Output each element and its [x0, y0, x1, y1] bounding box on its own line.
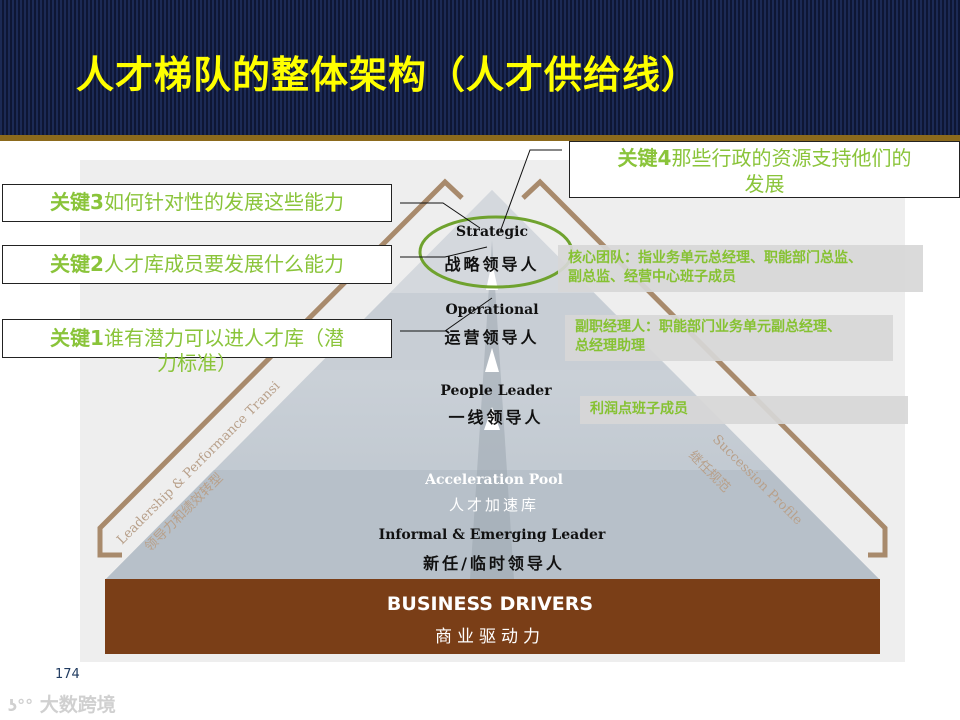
header-divider: [0, 135, 960, 141]
level-operational-en: Operational: [445, 302, 538, 318]
level-acceleration-pool-zh: 人才加速库: [449, 496, 539, 514]
level-acceleration-pool-en: Acceleration Pool: [424, 472, 563, 488]
connector-line: [400, 202, 481, 229]
level-people-leader-en: People Leader: [440, 383, 552, 399]
callout-key2-prefix: 关键2: [50, 252, 104, 276]
callout-key1: 关键1谁有潜力可以进人才库（潜 力标准）: [2, 319, 392, 375]
connector-line: [400, 297, 493, 332]
business-drivers-bar: [105, 579, 880, 654]
page-number: 174: [55, 667, 80, 682]
level-emerging-leader-zh: 新任/临时领导人: [423, 554, 565, 573]
arrow-icon: [485, 348, 499, 372]
business-drivers-zh: 商业驱动力: [435, 627, 545, 647]
tag-deputy-manager: 副职经理人：职能部门业务单元副总经理、 总经理助理: [565, 315, 893, 361]
watermark-text: 大数跨境: [39, 694, 116, 716]
header-band: [0, 0, 960, 135]
watermark-logo: ʖ°° 大数跨境: [8, 694, 116, 716]
level-strategic-en: Strategic: [456, 224, 528, 240]
page-title: 人才梯队的整体架构（人才供给线）: [76, 53, 701, 97]
level-emerging-leader-en: Informal & Emerging Leader: [379, 527, 606, 543]
callout-key3-prefix: 关键3: [50, 190, 104, 214]
callout-key4: 关键4那些行政的资源支持他们的 发展: [569, 141, 960, 198]
left-bracket: [97, 178, 464, 558]
tag-profit-center: 利润点班子成员: [580, 396, 908, 424]
right-bracket: [521, 178, 888, 558]
callout-key4-prefix: 关键4: [617, 146, 672, 170]
callout-key4-text: 那些行政的资源支持他们的: [671, 146, 912, 170]
level-operational-zh: 运营领导人: [444, 328, 539, 347]
callout-key1-prefix: 关键1: [50, 326, 104, 350]
arrow-icon: [486, 262, 498, 290]
callout-key3-text: 如何针对性的发展这些能力: [103, 190, 344, 214]
level-strategic-zh: 战略领导人: [444, 255, 539, 274]
connector-line: [499, 149, 562, 233]
callout-key1-text: 谁有潜力可以进人才库（潜: [103, 326, 344, 350]
arrow-icon: [484, 407, 500, 430]
level-people-leader-zh: 一线领导人: [448, 408, 543, 427]
callout-key1-text-line2: 力标准）: [157, 351, 237, 375]
tag-core-team: 核心团队：指业务单元总经理、职能部门总监、 副总监、经营中心班子成员: [558, 245, 923, 292]
callout-key2-text: 人才库成员要发展什么能力: [103, 252, 344, 276]
tag-core-team-line1: 核心团队：指业务单元总经理、职能部门总监、: [568, 250, 862, 266]
callout-key3: 关键3如何针对性的发展这些能力: [2, 184, 392, 222]
business-drivers-en: BUSINESS DRIVERS: [387, 593, 593, 615]
connector-line: [400, 246, 488, 258]
callout-key2: 关键2人才库成员要发展什么能力: [2, 245, 392, 284]
tag-deputy-manager-line2: 总经理助理: [575, 338, 645, 354]
tag-profit-center-line1: 利润点班子成员: [590, 401, 688, 417]
tag-deputy-manager-line1: 副职经理人：职能部门业务单元副总经理、: [575, 319, 841, 335]
callout-key4-text-line2: 发展: [744, 172, 785, 196]
tag-core-team-line2: 副总监、经营中心班子成员: [568, 269, 736, 285]
